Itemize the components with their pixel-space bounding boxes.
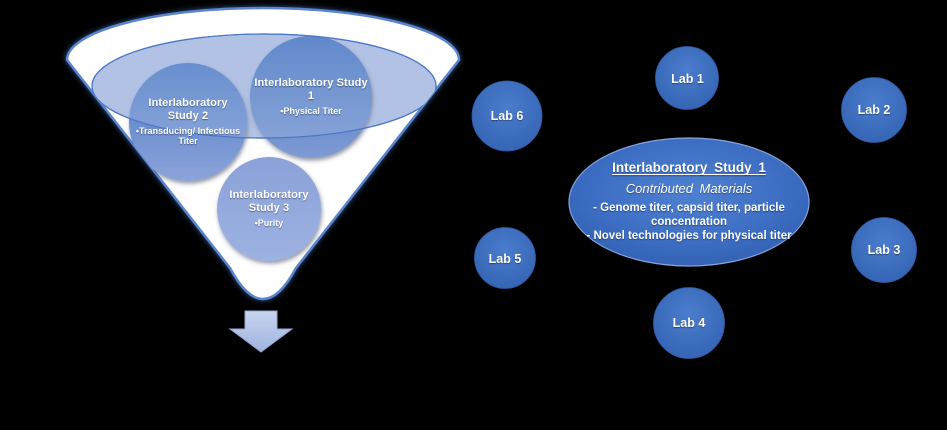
center-ellipse-title: Interlaboratory Study 1 — [612, 160, 766, 176]
center-ellipse-bullet-2: - Novel technologies for physical titer — [586, 229, 792, 242]
study2-circle — [129, 63, 247, 181]
lab1-circle — [655, 46, 719, 110]
study3-bullet: •Purity — [254, 218, 284, 229]
lab5-label: Lab 5 — [488, 252, 522, 266]
study3-circle — [217, 157, 321, 261]
lab3-circle — [851, 217, 917, 283]
study3-label-group: Interlaboratory Study 3 •Purity — [217, 157, 321, 261]
center-ellipse-text: Interlaboratory Study 1 Contributed Mate… — [569, 138, 809, 266]
study1-circle — [250, 36, 372, 158]
lab2-label: Lab 2 — [857, 103, 891, 117]
study1-materials-ellipse — [568, 137, 810, 267]
funnel-mouth-overlay — [91, 33, 437, 139]
lab4-label: Lab 4 — [672, 316, 706, 330]
study1-title: Interlaboratory Study 1 — [254, 77, 368, 103]
study1-bullet: •Physical Titer — [280, 106, 342, 117]
lab6-circle — [471, 80, 543, 152]
study3-title: Interlaboratory Study 3 — [229, 189, 309, 215]
study2-label-group: Interlaboratory Study 2 •Transducing/ In… — [133, 66, 243, 178]
center-ellipse-bullets: - Genome titer, capsid titer, particle c… — [586, 202, 792, 243]
lab1-label: Lab 1 — [671, 71, 704, 86]
study2-title: Interlaboratory Study 2 — [148, 96, 228, 122]
study2-bullet: •Transducing/ Infectious Titer — [135, 125, 241, 147]
lab2-circle — [841, 77, 907, 143]
center-ellipse-bullet-1: - Genome titer, capsid titer, particle c… — [593, 202, 785, 228]
study1-label-group: Interlaboratory Study 1 •Physical Titer — [253, 41, 369, 153]
lab5-circle — [474, 227, 536, 289]
down-arrow-icon — [228, 310, 294, 353]
lab4-circle — [653, 287, 725, 359]
lab3-label: Lab 3 — [867, 243, 901, 257]
center-ellipse-subtitle: Contributed Materials — [625, 180, 753, 196]
lab6-label: Lab 6 — [490, 109, 524, 123]
